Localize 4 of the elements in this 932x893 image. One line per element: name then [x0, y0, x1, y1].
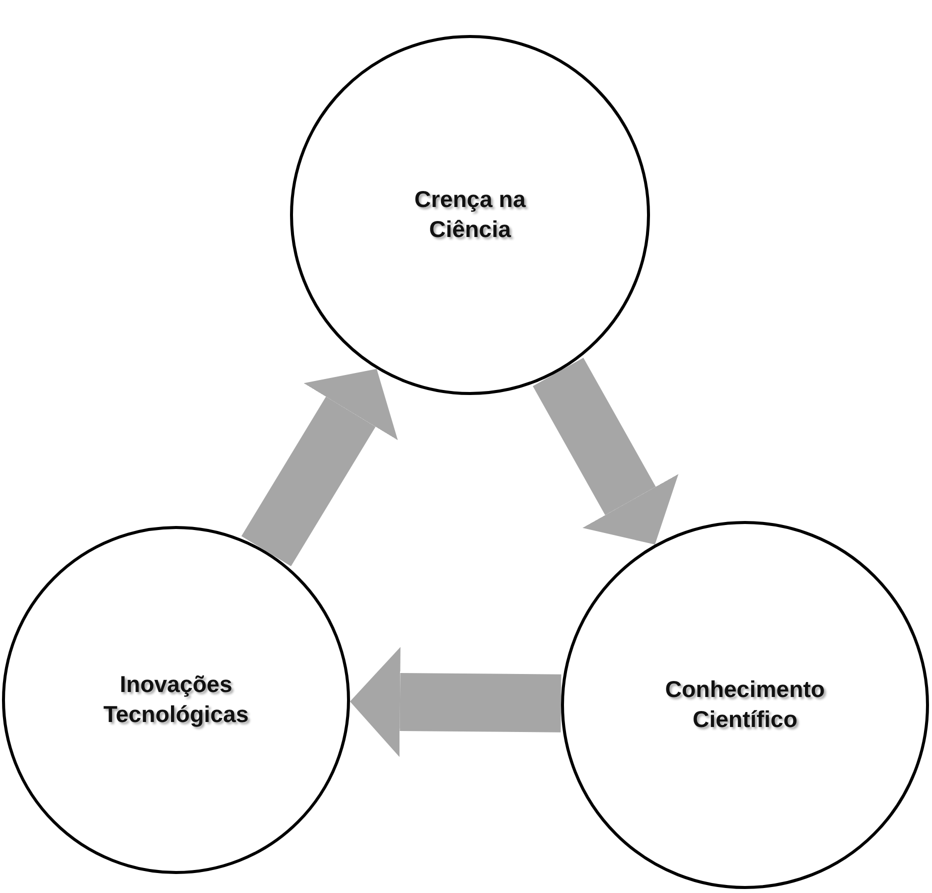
- block-arrow: [350, 646, 562, 757]
- node-label: Conhecimento Científico: [664, 675, 826, 734]
- node-label: Inovações Tecnológicas: [102, 670, 250, 729]
- node-label: Crença na Ciência: [413, 185, 527, 244]
